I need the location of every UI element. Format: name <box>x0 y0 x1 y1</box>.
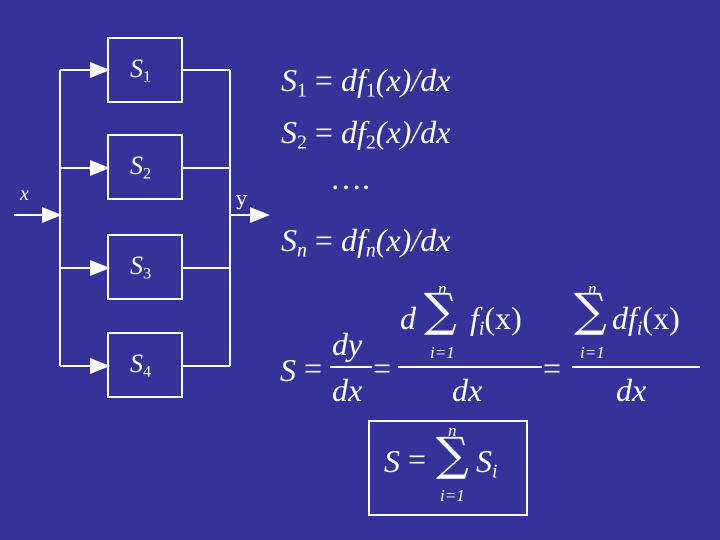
equation-s1: S1 = df1(x)/dx <box>281 62 451 102</box>
input-label: x <box>20 183 29 205</box>
equation-s2: S2 = df2(x)/dx <box>281 114 451 154</box>
result-eq: = <box>408 441 427 477</box>
sum-expr-fraction-line-3 <box>572 366 700 368</box>
block-label-s2: S2 <box>130 151 152 183</box>
block-label-s3: S3 <box>130 251 152 283</box>
result-S: S <box>384 443 400 479</box>
block-label-s1: S1 <box>130 54 152 86</box>
sum-expr-dx1: dx <box>332 372 363 408</box>
sum-expr-dx2: dx <box>452 372 483 408</box>
equation-sn: Sn = dfn(x)/dx <box>281 222 451 262</box>
sum-expr-eq3: = <box>543 350 562 386</box>
sum-expr-d: d <box>400 300 416 336</box>
result-box <box>368 420 528 516</box>
sum-expr-S: S <box>280 352 296 388</box>
block-label-s4: S4 <box>130 349 152 381</box>
sum-expr-sigma-2: ∑ <box>574 283 607 337</box>
output-label: y <box>236 186 248 210</box>
sum-expr-df: dfi(x) <box>612 300 680 340</box>
sum-expr-eq1: = <box>304 350 323 386</box>
sum-expr-dy: dy <box>332 326 363 362</box>
sum-expr-f: fi(x) <box>470 300 522 340</box>
sum-expr-fraction-line-1 <box>330 366 372 368</box>
result-n-top: n <box>448 421 457 440</box>
sum-expr-eq2: = <box>373 350 392 386</box>
sum-expr-sigma-1: ∑ <box>424 283 457 337</box>
sum-expr-n-top-1: n <box>438 279 447 298</box>
equation-dots: …. <box>330 160 370 196</box>
sum-expr-i-bottom-2: i=1 <box>580 343 605 362</box>
sum-expr-i-bottom-1: i=1 <box>430 343 455 362</box>
sum-expr-fraction-line-2 <box>398 366 542 368</box>
sum-expr-n-top-2: n <box>588 279 597 298</box>
result-i-bottom: i=1 <box>440 486 465 505</box>
sum-expr-dx3: dx <box>616 372 647 408</box>
result-Si: Si <box>476 443 498 483</box>
result-sigma: ∑ <box>436 427 469 481</box>
